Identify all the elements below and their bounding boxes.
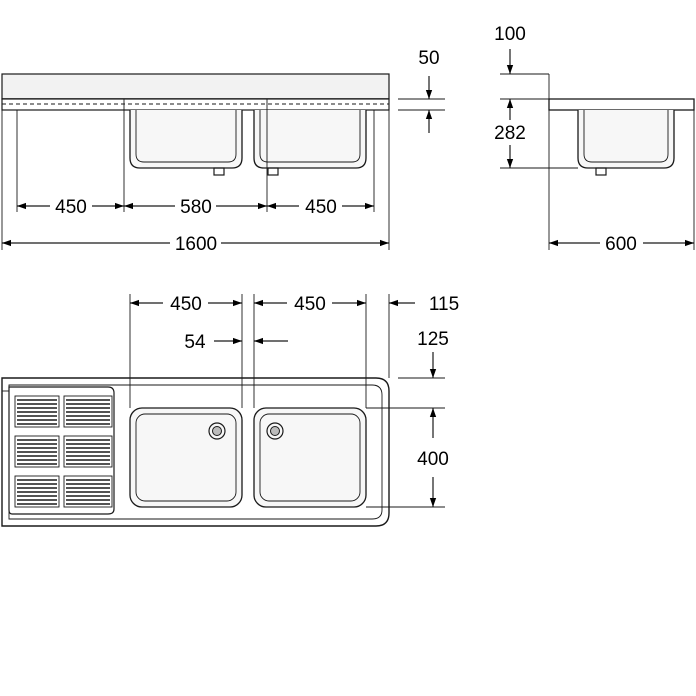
plan-bowl-right [253,407,367,508]
dim-front-left: 450 [55,197,87,218]
front-worktop-edge [1,98,390,111]
plan-drain-right [266,422,284,440]
dim-front-total: 1600 [175,234,217,255]
dim-front-right: 450 [305,197,337,218]
side-view: 100 282 600 [494,24,695,255]
side-bowl [577,110,675,169]
dim-plan-gap: 54 [184,332,206,353]
front-drain-left [213,167,225,176]
plan-view: 450 450 115 54 125 400 [1,294,459,527]
side-drain [595,167,607,176]
dim-plan-bowl-right: 450 [294,294,326,315]
plan-drain-left [208,422,226,440]
dim-plan-right-edge: 115 [429,294,459,315]
side-worktop [548,98,695,111]
dim-plan-bowl-width: 400 [417,449,449,470]
front-bowl-right [253,110,367,169]
front-worktop [1,73,390,100]
front-drain-right [267,167,279,176]
dim-side-total: 600 [605,234,637,255]
dim-side-bowl-depth: 282 [494,123,526,144]
dim-plan-bowl-left: 450 [170,294,202,315]
dim-side-top: 100 [494,24,526,45]
dim-front-center: 580 [180,197,212,218]
dim-front-thickness: 50 [418,48,439,69]
dim-plan-top-margin: 125 [417,329,449,350]
drainer-grid [8,386,115,515]
plan-bowl-left [129,407,243,508]
front-bowl-left [129,110,243,169]
front-view: 450 580 450 1600 50 [1,48,445,255]
